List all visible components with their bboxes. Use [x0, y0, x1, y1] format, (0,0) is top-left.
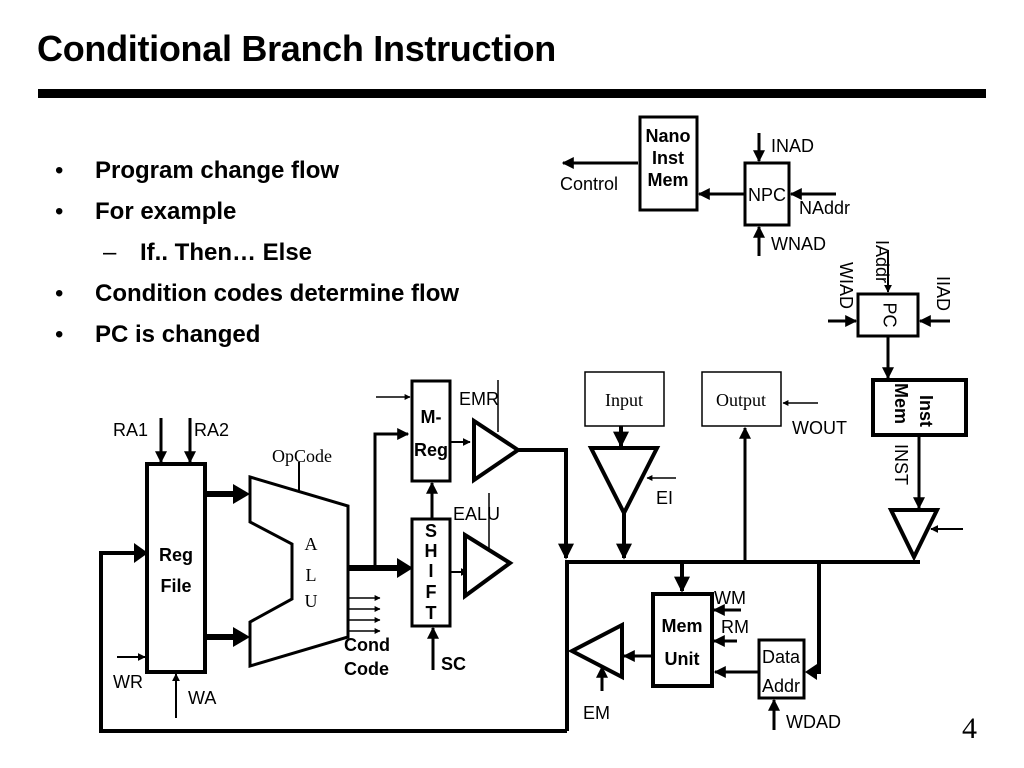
svg-text:Mem: Mem: [661, 616, 702, 636]
opcode-label: OpCode: [272, 446, 332, 466]
cond-code-arrows: [348, 595, 381, 634]
svg-text:Unit: Unit: [665, 649, 700, 669]
feedback-loop: [99, 551, 567, 733]
svg-text:Inst: Inst: [916, 395, 936, 427]
sc-label: SC: [441, 654, 466, 674]
control-label: Control: [560, 174, 618, 194]
sub-bullet-item: –If.. Then… Else: [55, 232, 459, 273]
shift-block: S H I F T: [410, 517, 452, 628]
alu-block: A L U: [248, 474, 350, 669]
slide-title: Conditional Branch Instruction: [37, 28, 556, 69]
svg-text:PC: PC: [879, 302, 899, 327]
bullet-marker: •: [55, 280, 64, 307]
bullet-marker: •: [55, 157, 64, 184]
ealu-label: EALU: [453, 504, 500, 524]
iaddr-label: IAddr: [872, 240, 892, 283]
mem-tristate-buffer: [567, 621, 624, 681]
wm-label: WM: [714, 588, 746, 608]
naddr-label: NAddr: [799, 198, 850, 218]
bullet-text: PC is changed: [95, 321, 261, 348]
svg-text:U: U: [305, 591, 318, 611]
pc-block: PC: [856, 292, 920, 338]
svg-text:Reg: Reg: [414, 440, 448, 460]
rm-label: RM: [721, 617, 749, 637]
svg-text:T: T: [426, 603, 437, 623]
input-tristate-buffer: [587, 446, 661, 518]
mreg-tristate-buffer: [472, 417, 522, 484]
svg-text:Inst: Inst: [652, 148, 684, 168]
svg-text:NPC: NPC: [748, 185, 786, 205]
svg-text:A: A: [305, 534, 318, 554]
m-reg-block: M- Reg: [410, 379, 452, 483]
input-block: Input: [584, 371, 665, 427]
bullet-item: • PC is changed: [55, 314, 459, 355]
alu-tristate-buffer: [463, 531, 514, 600]
bullet-text: Condition codes determine flow: [95, 280, 460, 307]
svg-text:File: File: [160, 576, 191, 596]
bullet-item: • Condition codes determine flow: [55, 273, 459, 314]
wr-label: WR: [113, 672, 143, 692]
emr-label: EMR: [459, 389, 499, 409]
wa-label: WA: [188, 688, 216, 708]
wdad-label: WDAD: [786, 712, 841, 732]
inad-label: INAD: [771, 136, 814, 156]
data-addr-block: Data Addr: [757, 638, 806, 700]
svg-text:L: L: [306, 565, 317, 585]
svg-text:Nano: Nano: [646, 126, 691, 146]
feedback-arrowhead: [134, 543, 148, 563]
bus-to-dataaddr: [808, 562, 821, 674]
title-divider: [38, 89, 986, 98]
bullet-list: • Program change flow • For example –If.. …: [55, 150, 459, 355]
reg-file-block: Reg File: [145, 462, 207, 674]
bullet-marker: •: [55, 198, 64, 225]
svg-text:S: S: [425, 521, 437, 541]
wiad-label: WIAD: [836, 262, 856, 309]
ei-label: EI: [656, 488, 673, 508]
svg-text:I: I: [428, 561, 433, 581]
inst-label: INST: [891, 444, 911, 485]
output-block: Output: [701, 371, 782, 427]
em-label: EM: [583, 703, 610, 723]
bullet-text: For example: [95, 198, 237, 225]
iiad-label: IIAD: [933, 276, 953, 311]
ra2-label: RA2: [194, 420, 229, 440]
svg-text:Reg: Reg: [159, 545, 193, 565]
svg-text:Data: Data: [762, 647, 801, 667]
bullet-text: If.. Then… Else: [140, 239, 313, 266]
svg-text:Output: Output: [716, 390, 766, 410]
page-number: 4: [962, 712, 977, 745]
svg-text:H: H: [425, 541, 438, 561]
alu-to-mreg: [373, 428, 410, 568]
bullet-item: • For example: [55, 191, 459, 232]
inst-mem-block: Inst Mem: [871, 378, 968, 437]
wout-label: WOUT: [792, 418, 847, 438]
cond-code-label: Code: [344, 659, 389, 679]
bullet-item: • Program change flow: [55, 150, 459, 191]
mreg-buffer-to-bus: [518, 448, 574, 560]
wnad-label: WNAD: [771, 234, 826, 254]
npc-block: NPC: [743, 161, 791, 227]
svg-text:Input: Input: [605, 390, 643, 410]
nano-inst-mem-block: Nano Inst Mem: [638, 115, 699, 212]
inst-tristate-buffer: [887, 508, 941, 562]
svg-text:Mem: Mem: [891, 383, 911, 424]
svg-text:M-: M-: [421, 407, 442, 427]
ra1-label: RA1: [113, 420, 148, 440]
bullet-text: Program change flow: [95, 157, 340, 184]
bullet-marker: •: [55, 321, 64, 348]
svg-text:F: F: [426, 582, 437, 602]
cond-code-label: Cond: [344, 635, 390, 655]
mem-unit-block: Mem Unit: [651, 592, 714, 688]
svg-text:Addr: Addr: [762, 676, 800, 696]
svg-text:Mem: Mem: [647, 170, 688, 190]
bullet-marker: –: [103, 239, 117, 266]
